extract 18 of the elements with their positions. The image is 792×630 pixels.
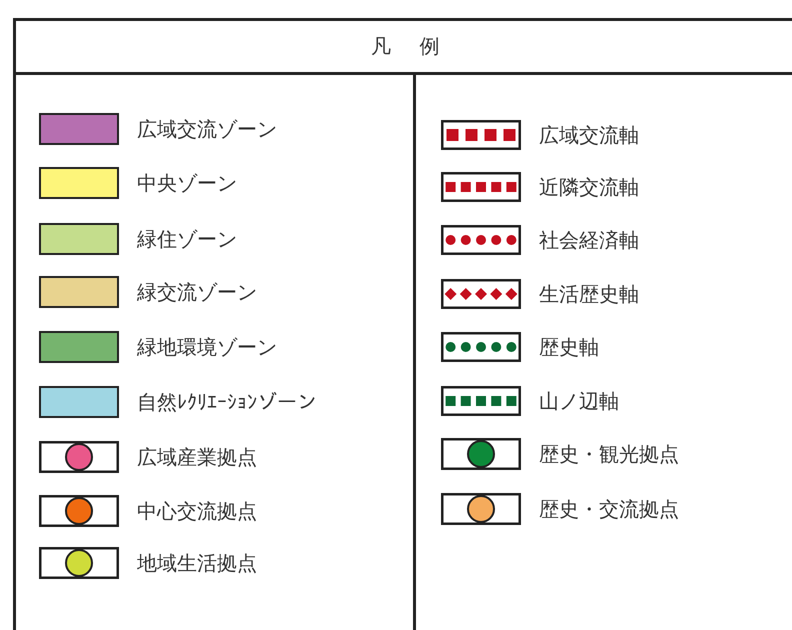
legend-label: 歴史・観光拠点 bbox=[539, 440, 679, 468]
legend-label: 社会経済軸 bbox=[539, 226, 639, 254]
legend-label: 生活歴史軸 bbox=[539, 280, 639, 308]
legend-label: 地域生活拠点 bbox=[137, 550, 257, 576]
legend-label: 緑交流ゾーン bbox=[137, 278, 257, 306]
legend-label: 広域産業拠点 bbox=[137, 444, 257, 470]
legend-label: 広域交流軸 bbox=[539, 122, 639, 148]
legend-label: 広域交流ゾーン bbox=[137, 116, 277, 142]
legend-label: 中心交流拠点 bbox=[137, 498, 257, 524]
legend-label: 歴史・交流拠点 bbox=[539, 496, 679, 522]
legend-label: 中央ゾーン bbox=[137, 170, 237, 196]
legend-label: 近隣交流軸 bbox=[539, 174, 639, 200]
legend-label: 歴史軸 bbox=[539, 334, 599, 360]
legend-label: 自然ﾚｸﾘｴｰｼｮﾝゾーン bbox=[137, 388, 317, 416]
legend-label: 山ノ辺軸 bbox=[539, 388, 619, 414]
legend-label: 緑住ゾーン bbox=[137, 226, 237, 252]
legend-label: 緑地環境ゾーン bbox=[137, 334, 277, 360]
legend-title: 凡 例 bbox=[371, 33, 440, 60]
